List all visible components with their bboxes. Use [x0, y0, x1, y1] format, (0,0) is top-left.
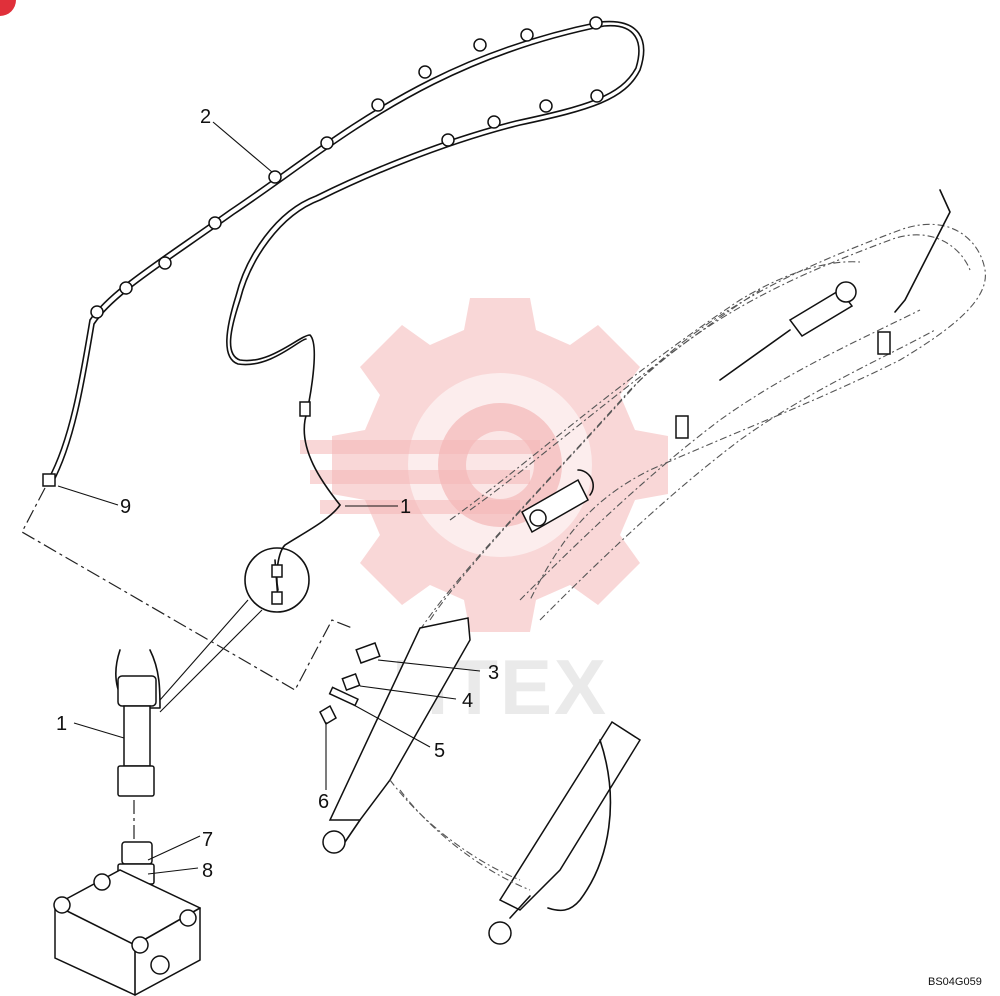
fitting-detail: [53, 649, 201, 996]
assembly-dashed-lines: [21, 487, 353, 691]
corner-marker: [0, 0, 16, 16]
callout-6: 6: [318, 791, 329, 813]
callout-4: 4: [462, 690, 473, 712]
callout-2: 2: [200, 106, 211, 128]
loader-arm-ghost: [322, 189, 986, 945]
callout-1-upper: 1: [400, 496, 411, 518]
callout-7: 7: [202, 829, 213, 851]
callout-8: 8: [202, 860, 213, 882]
leader-lines: [57, 121, 481, 875]
watermark-logo: [300, 298, 668, 632]
hose-assembly-2: [42, 16, 645, 506]
callout-1-lower: 1: [56, 713, 67, 735]
callout-3: 3: [488, 662, 499, 684]
detail-magnifier: [159, 547, 310, 713]
callout-labels: 2 1 9 1 3 4 5 6 7 8: [56, 106, 499, 882]
small-parts: [319, 642, 381, 726]
callout-9: 9: [120, 496, 131, 518]
drawing-code: BS04G059: [928, 976, 982, 988]
callout-5: 5: [434, 740, 445, 762]
